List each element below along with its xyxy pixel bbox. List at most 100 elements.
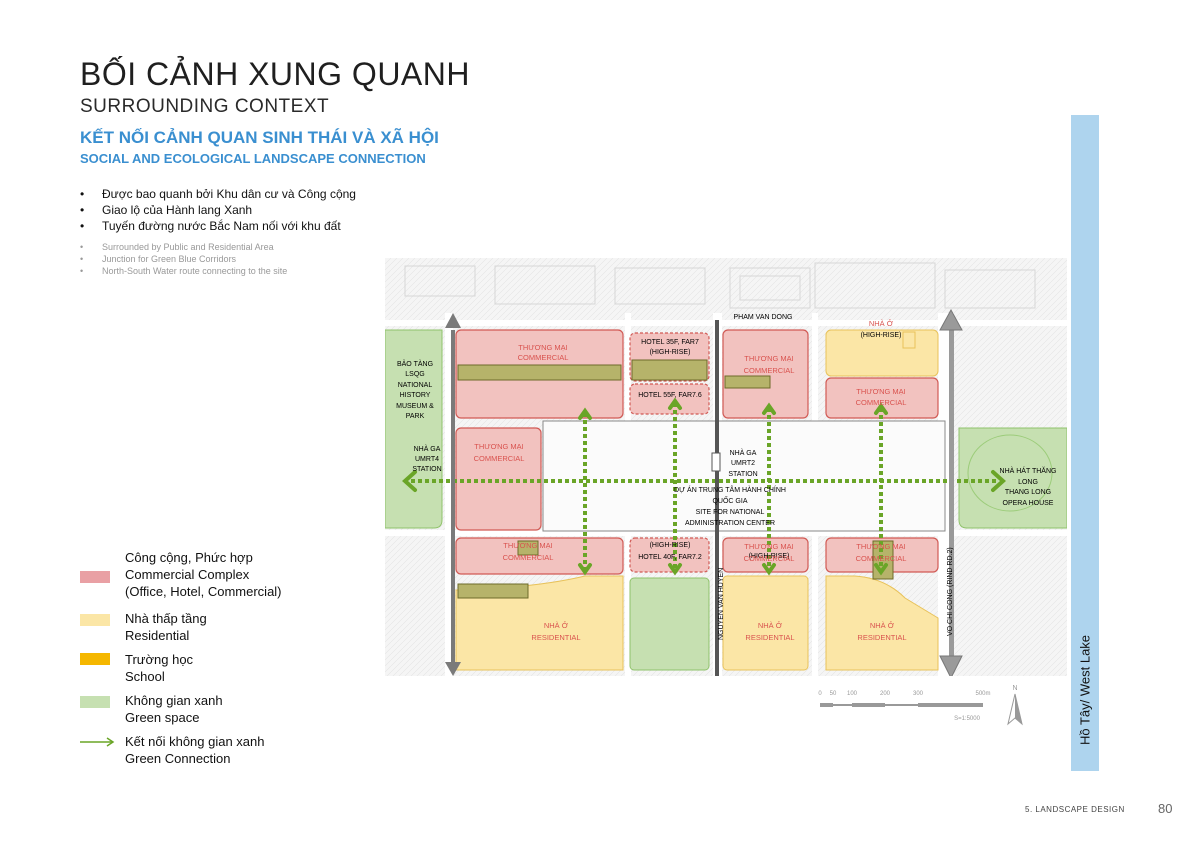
station4-label-1: NHÀ GA xyxy=(414,444,441,453)
commercial-label-en: COMMERCIAL xyxy=(856,398,907,407)
station2-label-2: UMRT2 xyxy=(731,460,755,467)
arrow-icon xyxy=(80,737,115,747)
bullet-list-vn: Được bao quanh bởi Khu dân cư và Công cộ… xyxy=(80,186,356,234)
museum-label-1: BẢO TÀNG xyxy=(397,359,433,368)
site-map: PHAM VAN DONG BẢO TÀNG LSQG NATIONAL HIS… xyxy=(385,258,1067,676)
commercial-label: THƯƠNG MẠI xyxy=(744,354,794,363)
station4-label-3: STATION xyxy=(412,466,441,473)
road-label-north: PHAM VAN DONG xyxy=(734,314,793,321)
station2-label-3: STATION xyxy=(728,471,757,478)
section-subtitle-en: SOCIAL AND ECOLOGICAL LANDSCAPE CONNECTI… xyxy=(80,151,426,166)
north-arrow-icon: N xyxy=(1007,685,1023,726)
school-marker xyxy=(902,331,916,349)
commercial-label: THƯƠNG MẠI xyxy=(518,343,568,352)
center-road-line xyxy=(715,320,719,676)
scale-tick: 0 xyxy=(818,691,822,697)
page-title: BỐI CẢNH XUNG QUANH xyxy=(80,56,470,92)
commercial-label: THƯƠNG MẠI xyxy=(744,542,794,551)
opera-park xyxy=(958,427,1067,529)
road-label-east: VO CHI CONG (RIND RD.2) xyxy=(947,547,954,636)
scale-tick: 500m xyxy=(975,691,990,697)
scale-tick: 200 xyxy=(880,691,891,697)
north-label: N xyxy=(1012,685,1017,692)
scale-tick: 100 xyxy=(847,691,858,697)
station4-label-2: UMRT4 xyxy=(415,456,439,463)
hotel-35f-highrise: (HIGH-RISE) xyxy=(650,349,691,356)
commercial-label-en: COMMERCIAL xyxy=(856,554,907,563)
legend-label: Trường học xyxy=(125,652,194,667)
commercial-label-en: COMMERCIAL xyxy=(503,553,554,562)
residential-blocks xyxy=(455,329,939,671)
hotel-35f-label: HOTEL 35F, FAR7 xyxy=(641,339,699,346)
double-arrow-east xyxy=(939,308,963,676)
museum-label-4: HISTORY xyxy=(400,392,431,399)
opera-label-3: THANG LONG xyxy=(1005,489,1051,496)
west-lake-label: Hồ Tây/ West Lake xyxy=(1077,634,1093,746)
residential-label-en: RESIDENTIAL xyxy=(745,633,794,642)
site-label-4: ADMINISTRATION CENTER xyxy=(685,520,775,527)
legend-label-detail: (Office, Hotel, Commercial) xyxy=(125,584,282,599)
section-subtitle: KẾT NỐI CẢNH QUAN SINH THÁI VÀ XÃ HỘI xyxy=(80,128,439,147)
hotel-40f-label: HOTEL 40F, FAR7.2 xyxy=(638,554,702,561)
west-lake-strip xyxy=(1071,115,1099,771)
double-arrow-west xyxy=(445,313,461,676)
legend-label: Không gian xanh xyxy=(125,693,223,708)
commercial-label: THƯƠNG MẠI xyxy=(503,541,553,550)
scale-bar: 0 50 100 200 300 500m S=1:5000 xyxy=(818,691,990,722)
opera-label-1: NHÀ HÁT THĂNG xyxy=(1000,466,1057,475)
legend-label: Công cộng, Phức hợp xyxy=(125,550,253,565)
bullet-item: Giao lộ của Hành lang Xanh xyxy=(80,202,356,218)
green-space-block xyxy=(629,577,710,671)
commercial-label: THƯƠNG MẠI xyxy=(856,542,906,551)
residential-label: NHÀ Ở xyxy=(869,319,894,328)
commercial-label-en: COMMERCIAL xyxy=(474,454,525,463)
site-label-2: QUỐC GIA xyxy=(712,495,747,505)
hotel-40f-highrise: (HIGH-RISE) xyxy=(650,542,691,549)
commercial-label-en: COMMERCIAL xyxy=(518,353,569,362)
site-label-1: DỰ ÁN TRUNG TÂM HÀNH CHÍNH xyxy=(674,485,786,494)
bullet-item: Tuyến đường nước Bắc Nam nối với khu đất xyxy=(80,218,356,234)
opera-label-4: OPERA HOUSE xyxy=(1003,500,1054,507)
residential-label: NHÀ Ở xyxy=(870,621,895,630)
legend-label-en: Commercial Complex xyxy=(125,567,250,582)
legend-label-en: Residential xyxy=(125,628,190,643)
scale-ratio: S=1:5000 xyxy=(954,716,981,722)
residential-label: NHÀ Ở xyxy=(758,621,783,630)
bullet-item: North-South Water route connecting to th… xyxy=(80,265,287,277)
museum-label-6: PARK xyxy=(406,413,425,420)
residential-label-en: RESIDENTIAL xyxy=(531,633,580,642)
station2-label-1: NHÀ GA xyxy=(730,448,757,457)
commercial-label-en: COMMERCIAL xyxy=(744,366,795,375)
legend-label: Kết nối không gian xanh xyxy=(125,734,265,749)
footer-section: 5. LANDSCAPE DESIGN xyxy=(1025,805,1125,814)
commercial-label: THƯƠNG MẠI xyxy=(856,387,906,396)
legend-label-en: Green space xyxy=(125,710,200,725)
commercial-label-en: COMMERCIAL xyxy=(744,554,795,563)
residential-swatch xyxy=(80,614,110,626)
north-residential-highrise: (HIGH-RISE) xyxy=(861,332,902,339)
scale-tick: 300 xyxy=(913,691,924,697)
school-swatch xyxy=(80,653,110,665)
green-space-swatch xyxy=(80,696,110,708)
site-label-3: SITE FOR NATIONAL xyxy=(696,509,765,516)
administration-site xyxy=(542,420,946,532)
legend-label: Nhà thấp tầng xyxy=(125,611,207,626)
hotel-55f-label: HOTEL 55F, FAR7.6 xyxy=(638,392,702,399)
road-label-center: NGUYEN VAN HUYEN xyxy=(718,568,725,640)
legend-label-en: Green Connection xyxy=(125,751,231,766)
residential-label: NHÀ Ở xyxy=(544,621,569,630)
bullet-item: Được bao quanh bởi Khu dân cư và Công cộ… xyxy=(80,186,356,202)
museum-label-3: NATIONAL xyxy=(398,382,433,389)
station-marker xyxy=(711,452,721,472)
commercial-label: THƯƠNG MẠI xyxy=(474,442,524,451)
museum-label-5: MUSEUM & xyxy=(396,403,434,410)
page-number: 80 xyxy=(1158,801,1173,816)
commercial-swatch xyxy=(80,571,110,583)
scale-tick: 50 xyxy=(830,691,837,697)
green-connection xyxy=(411,403,997,570)
opera-label-2: LONG xyxy=(1018,479,1038,486)
museum-park xyxy=(385,329,443,529)
legend-label-en: School xyxy=(125,669,165,684)
commercial-highrise: (HIGH-RISE) xyxy=(749,553,790,560)
bullet-list-en: Surrounded by Public and Residential Are… xyxy=(80,241,287,277)
